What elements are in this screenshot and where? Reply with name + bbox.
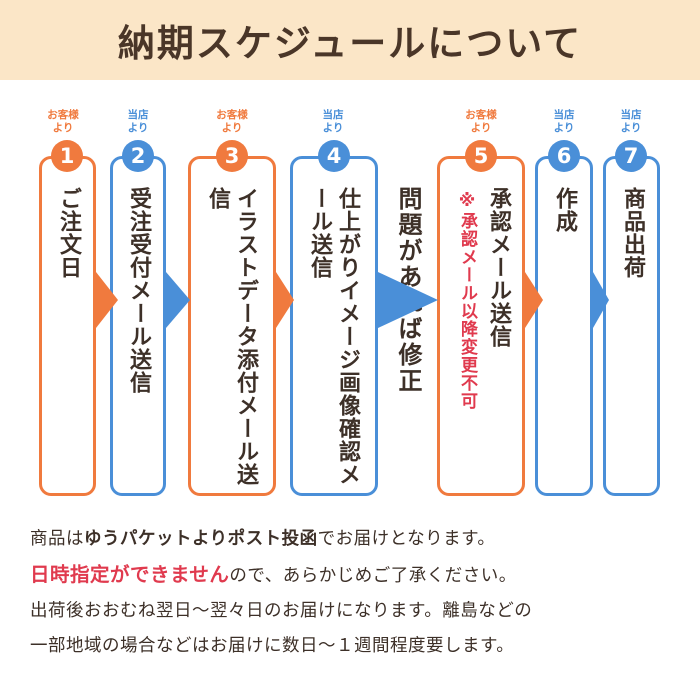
step-6-number: 6 [548, 140, 580, 172]
actor-line-2: より [221, 122, 243, 134]
arrow-shape [593, 272, 609, 328]
actor-line-1: お客様 [465, 109, 497, 121]
step-3-box: イラストデータ添付メール送信 [188, 156, 276, 496]
step-1-box: ご注文日 [39, 156, 96, 496]
step-1-number: 1 [51, 140, 83, 172]
step-7-label: 商品出荷 [620, 187, 645, 279]
info-text: ので、あらかじめご了承ください。 [229, 566, 517, 586]
step-4-actor: 当店より [303, 109, 363, 135]
step-3-number: 3 [216, 140, 248, 172]
arrow-1-to-2 [96, 272, 118, 328]
step-4-number: 4 [318, 140, 350, 172]
step-2-actor: 当店より [108, 109, 168, 135]
step-6-label: 作成 [552, 187, 577, 233]
actor-line-2: より [553, 122, 575, 134]
step-5-number: 5 [465, 140, 497, 172]
step-1-label: ご注文日 [56, 187, 81, 279]
actor-line-1: お客様 [216, 109, 248, 121]
arrow-shape [525, 272, 543, 328]
actor-line-2: より [470, 122, 492, 134]
step-5-box: 承認メール送信 ※承認メール以降変更不可 [437, 156, 525, 496]
step-3-label: イラストデータ添付メール送信 [205, 187, 258, 486]
arrow-shape [166, 272, 190, 328]
info-line-2: 日時指定ができませんので、あらかじめご了承ください。 [30, 557, 680, 594]
arrow-3-to-4 [276, 272, 294, 328]
info-text: 商品は [30, 529, 84, 549]
info-text: でお届けとなります。 [317, 529, 496, 549]
actor-line-1: 当店 [127, 109, 149, 121]
actor-line-2: より [52, 122, 74, 134]
arrow-6-to-7 [593, 272, 609, 328]
step-7-number: 7 [615, 140, 647, 172]
actor-line-2: より [127, 122, 149, 134]
delivery-info: 商品はゆうパケットよりポスト投函でお届けとなります。 日時指定ができませんので、… [30, 522, 680, 664]
actor-line-1: 当店 [322, 109, 344, 121]
actor-line-1: お客様 [47, 109, 79, 121]
step-7-actor: 当店より [601, 109, 661, 135]
actor-line-2: より [620, 122, 642, 134]
header-banner: 納期スケジュールについて [0, 0, 700, 80]
step-6-actor: 当店より [534, 109, 594, 135]
actor-line-1: 当店 [553, 109, 575, 121]
info-line-4: 一部地域の場合などはお届けに数日〜１週間程度要します。 [30, 636, 515, 656]
step-6-box: 作成 [535, 156, 593, 496]
actor-line-1: 当店 [620, 109, 642, 121]
arrow-2-to-3 [166, 272, 190, 328]
step-5-actor: お客様より [451, 109, 511, 135]
info-line-3: 出荷後おおむね翌日〜翌々日のお届けになります。離島などの [30, 601, 533, 621]
info-line-1: 商品はゆうパケットよりポスト投函でお届けとなります。 [30, 522, 680, 557]
step-3-actor: お客様より [202, 109, 262, 135]
step-5-label: 承認メール送信 [486, 187, 511, 348]
step-5-warning: ※承認メール以降変更不可 [457, 191, 477, 410]
step-1-actor: お客様より [33, 109, 93, 135]
no-date-warning: 日時指定ができません [30, 563, 230, 586]
actor-line-2: より [322, 122, 344, 134]
arrow-shape [378, 272, 438, 328]
step-2-number: 2 [122, 140, 154, 172]
shipping-method: ゆうパケットよりポスト投函 [84, 529, 318, 549]
arrow-4-to-5 [378, 272, 438, 328]
arrow-shape [276, 272, 294, 328]
step-4-label: 仕上がりイメージ画像確認メール送信 [307, 187, 360, 486]
arrow-5-to-6 [525, 272, 543, 328]
step-7-box: 商品出荷 [603, 156, 660, 496]
step-4-box: 仕上がりイメージ画像確認メール送信 [290, 156, 378, 496]
step-2-label: 受注受付メール送信 [126, 187, 151, 394]
arrow-shape [96, 272, 118, 328]
page-title: 納期スケジュールについて [117, 22, 583, 65]
